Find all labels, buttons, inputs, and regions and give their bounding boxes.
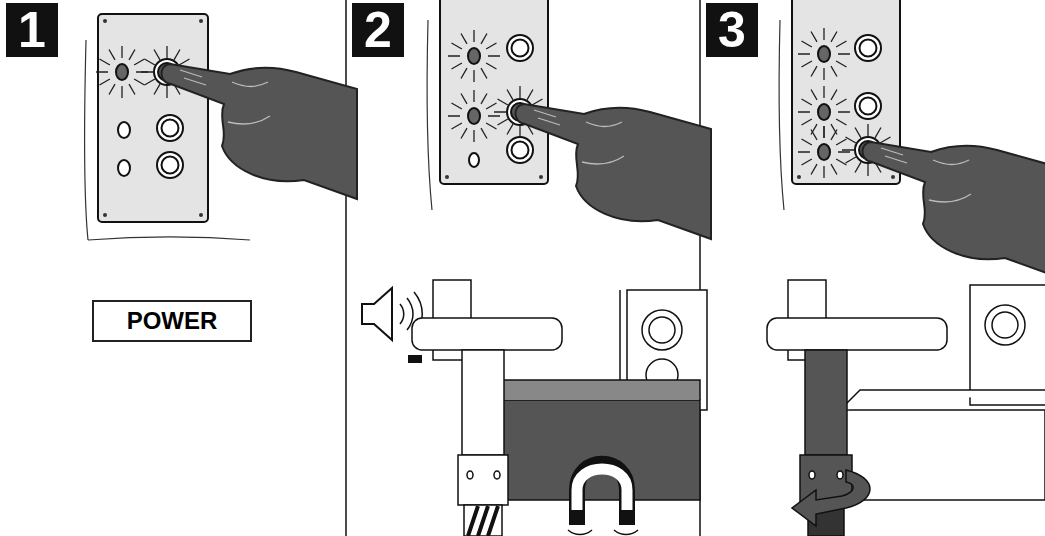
step-number-text: 3 (718, 5, 746, 55)
label-text: POWER (127, 309, 218, 333)
mode-label: POWER (92, 300, 252, 342)
step-number-text: 2 (364, 5, 392, 55)
step-number-text: 1 (18, 5, 46, 55)
step-number: 3 (706, 3, 758, 57)
step-number: 2 (352, 3, 404, 57)
step-number: 1 (6, 3, 58, 57)
